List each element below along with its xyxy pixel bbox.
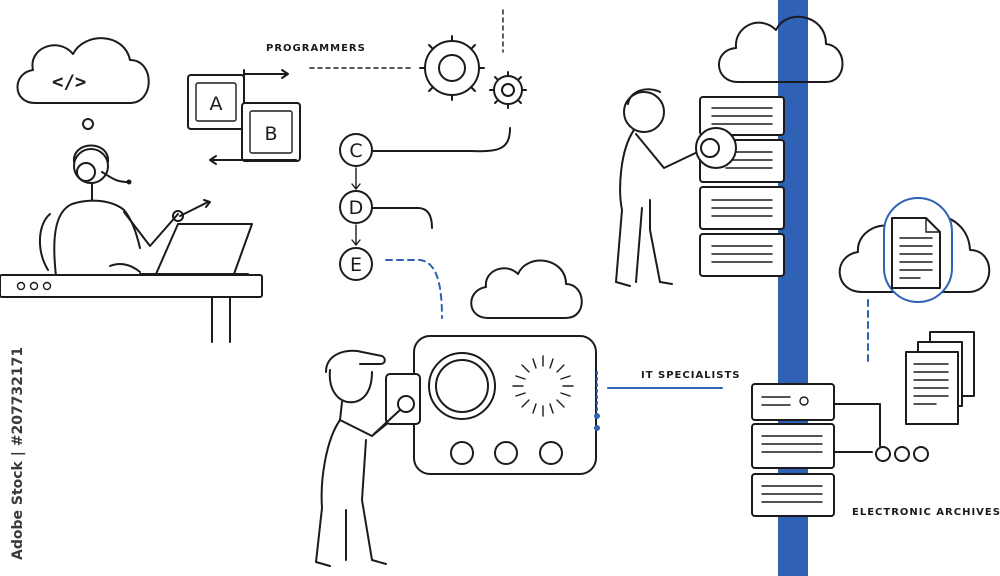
code-symbol: </> xyxy=(52,71,86,93)
engineer-figure xyxy=(615,88,737,287)
node-e: E xyxy=(339,247,373,281)
electronic-archives-label: ELECTRONIC ARCHIVES xyxy=(852,507,1000,518)
svg-text:A: A xyxy=(210,93,223,115)
programmer-figure xyxy=(38,144,211,277)
svg-text:E: E xyxy=(350,254,362,276)
programmers-label: PROGRAMMERS xyxy=(266,43,366,54)
svg-text:B: B xyxy=(264,123,277,145)
technician-figure xyxy=(315,349,421,567)
it-specialists-label: IT SPECIALISTS xyxy=(641,370,741,381)
svg-text:D: D xyxy=(349,197,364,219)
cloud-icon xyxy=(718,15,844,83)
node-c: C xyxy=(339,133,373,167)
server-rack-icon xyxy=(699,96,785,277)
cloud-code-icon: </> xyxy=(16,37,150,104)
document-icon xyxy=(891,217,941,289)
indicator-burst xyxy=(512,355,574,417)
block-a: A xyxy=(187,74,245,130)
svg-text:C: C xyxy=(349,140,362,162)
control-panel xyxy=(413,335,600,475)
stock-watermark: Adobe Stock | #207732171 xyxy=(10,347,26,560)
headset-icon xyxy=(72,144,110,163)
laptop-icon xyxy=(109,223,253,275)
cloud-document-group xyxy=(838,197,991,303)
knob-dial-icon xyxy=(428,352,496,420)
node-d: D xyxy=(339,190,373,224)
cloud-icon xyxy=(470,259,583,319)
document-stack-icon xyxy=(905,331,975,425)
block-b: B xyxy=(241,102,301,162)
small-gear-icon xyxy=(489,71,527,109)
archive-server-stack xyxy=(751,383,835,517)
gear-icon xyxy=(419,35,485,101)
desk xyxy=(0,274,263,343)
